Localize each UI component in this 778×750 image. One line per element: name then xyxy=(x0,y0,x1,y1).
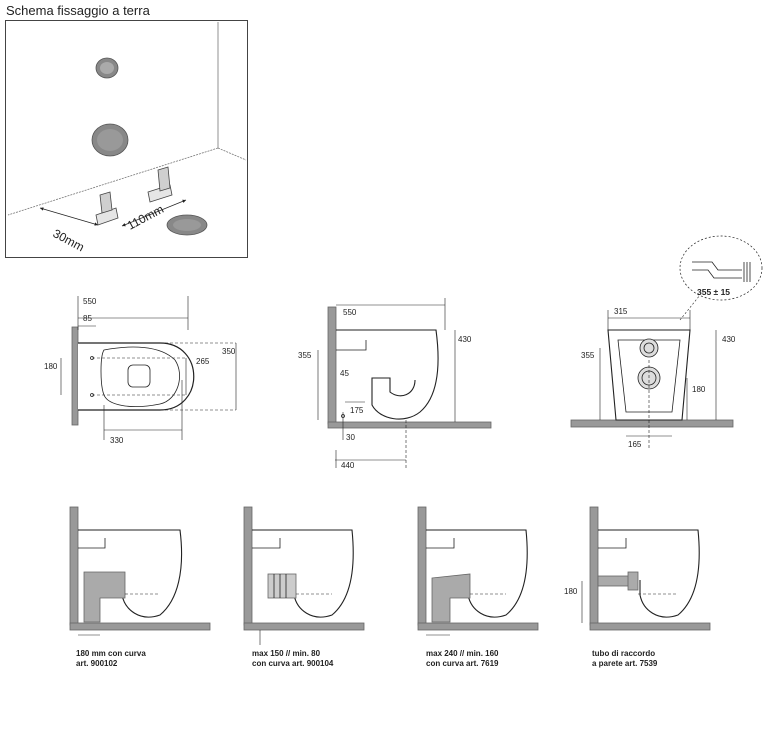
page-title: Schema fissaggio a terra xyxy=(6,3,150,18)
variant-2-caption: max 150 // min. 80 con curva art. 900104 xyxy=(252,649,333,669)
side-dim-30: 30 xyxy=(346,433,355,442)
top-dim-265: 265 xyxy=(196,357,210,366)
side-dim-355: 355 xyxy=(298,351,312,360)
variant-2-line1: max 150 // min. 80 xyxy=(252,649,321,658)
floor-fixing-scheme-frame xyxy=(5,20,248,258)
side-dim-430: 430 xyxy=(458,335,472,344)
variant-2-drawing xyxy=(243,506,365,645)
variant-1-line2: art. 900102 xyxy=(76,659,118,668)
side-dim-45: 45 xyxy=(340,369,349,378)
variant-1-drawing xyxy=(69,506,211,636)
top-dim-350: 350 xyxy=(222,347,236,356)
variant-3-caption: max 240 // min. 160 con curva art. 7619 xyxy=(426,649,499,669)
floor-dim-110mm: 110mm xyxy=(125,202,166,233)
front-callout-tolerance: 355 ± 15 xyxy=(697,287,730,297)
side-view-drawing xyxy=(317,298,492,468)
front-dim-165: 165 xyxy=(628,440,642,449)
floor-fixing-perspective xyxy=(7,22,247,236)
variant-3-line1: max 240 // min. 160 xyxy=(426,649,499,658)
variant-1-caption: 180 mm con curva art. 900102 xyxy=(76,649,146,669)
variant-1-line1: 180 mm con curva xyxy=(76,649,146,658)
front-dim-355: 355 xyxy=(581,351,595,360)
floor-dim-30mm: 30mm xyxy=(51,226,87,254)
side-dim-440: 440 xyxy=(341,461,355,470)
variant-4-dim-180: 180 xyxy=(564,587,578,596)
front-dim-430: 430 xyxy=(722,335,736,344)
side-dim-175: 175 xyxy=(350,406,364,415)
variant-4-drawing xyxy=(581,506,711,631)
side-dim-550: 550 xyxy=(343,308,357,317)
variant-3-drawing xyxy=(417,506,539,636)
front-view-drawing xyxy=(570,235,763,448)
variant-4-caption: tubo di raccordo a parete art. 7539 xyxy=(592,649,657,669)
top-view-drawing xyxy=(60,296,237,440)
floor-dim-lines xyxy=(39,199,187,227)
front-dim-180: 180 xyxy=(692,385,706,394)
front-dim-315: 315 xyxy=(614,307,628,316)
top-dim-180: 180 xyxy=(44,362,58,371)
top-dim-550: 550 xyxy=(83,297,97,306)
variant-3-line2: con curva art. 7619 xyxy=(426,659,499,668)
variant-4-line1: tubo di raccordo xyxy=(592,649,656,658)
top-dim-330: 330 xyxy=(110,436,124,445)
floor-bracket-left xyxy=(95,191,119,226)
variant-4-line2: a parete art. 7539 xyxy=(592,659,658,668)
top-dim-85: 85 xyxy=(83,314,92,323)
variant-2-line2: con curva art. 900104 xyxy=(252,659,334,668)
floor-bracket-right xyxy=(147,166,173,203)
